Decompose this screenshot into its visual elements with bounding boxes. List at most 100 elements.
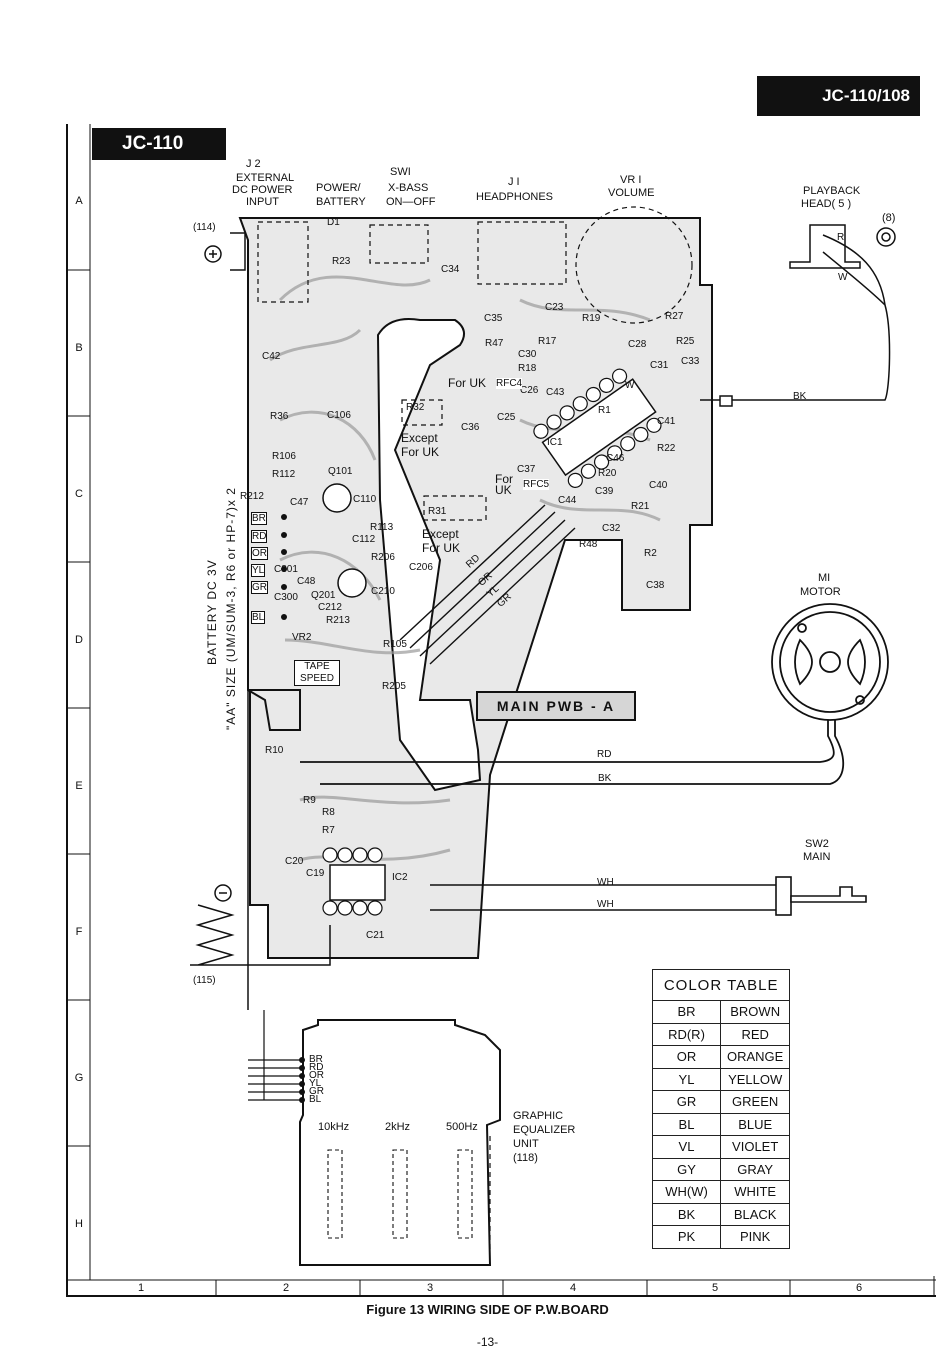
color-table-title: COLOR TABLE xyxy=(651,969,791,1001)
color-code: PK xyxy=(652,1225,721,1249)
component-label: C39 xyxy=(595,486,614,497)
component-label: R17 xyxy=(538,336,557,347)
color-code: YL xyxy=(652,1067,721,1091)
row-label: F xyxy=(75,926,83,938)
component-label: C48 xyxy=(297,576,316,587)
page-number: -13- xyxy=(476,1335,499,1349)
component-label: R212 xyxy=(240,491,264,502)
component-label: R47 xyxy=(485,338,504,349)
eq-label-2: EQUALIZER xyxy=(513,1124,576,1136)
playback-label-1: PLAYBACK xyxy=(803,185,861,197)
color-code: BK xyxy=(652,1202,721,1226)
color-name: BLUE xyxy=(719,1112,791,1136)
component-label: C212 xyxy=(318,602,342,613)
drawing-frame xyxy=(66,124,936,1297)
model-tag: JC-110 xyxy=(92,128,226,160)
component-label: C33 xyxy=(681,356,700,367)
j2-label: J 2 xyxy=(246,158,261,170)
color-name: BROWN xyxy=(719,1000,791,1024)
wire-tag: GR xyxy=(251,581,268,594)
component-label: C31 xyxy=(650,360,669,371)
color-name: BLACK xyxy=(719,1202,791,1226)
j2-line1: EXTERNAL xyxy=(236,172,295,184)
component-label: C28 xyxy=(628,339,647,350)
eq-wire-tag: RD xyxy=(309,1062,324,1073)
sw1-outline xyxy=(369,224,429,264)
component-label: C44 xyxy=(558,495,577,506)
component-label: R18 xyxy=(518,363,537,374)
wire-tag: OR xyxy=(251,547,268,560)
motor-label-2: MOTOR xyxy=(800,586,841,598)
equalizer-outline xyxy=(299,1019,501,1266)
component-label: R1 xyxy=(598,405,611,416)
component-label: C46 xyxy=(606,453,625,464)
xbass-label: X-BASS xyxy=(388,182,429,194)
vr1-outline xyxy=(575,206,693,324)
eq-wire-tag: GR xyxy=(309,1086,324,1097)
component-label: C23 xyxy=(545,302,564,313)
component-label: C35 xyxy=(484,313,503,324)
color-code: WH(W) xyxy=(652,1180,721,1204)
component-label: C38 xyxy=(646,580,665,591)
ic1-body xyxy=(541,378,657,477)
component-label: C37 xyxy=(517,464,536,475)
color-code: GR xyxy=(652,1090,721,1114)
component-label: C21 xyxy=(366,930,385,941)
volume-label: VOLUME xyxy=(608,187,655,199)
eq-wire-tag: YL xyxy=(309,1078,322,1089)
j2-outline xyxy=(257,221,309,303)
component-label: R23 xyxy=(332,256,351,267)
component-label: R7 xyxy=(322,825,335,836)
component-label: C41 xyxy=(657,416,676,427)
motor-rd-label: RD xyxy=(597,749,612,760)
component-label: R27 xyxy=(665,311,684,322)
sw1-label: SWI xyxy=(390,166,411,178)
component-label: R205 xyxy=(382,681,406,692)
eq-band-2k: 2kHz xyxy=(385,1121,411,1133)
plus-terminal xyxy=(204,245,222,263)
component-label: R206 xyxy=(371,552,395,563)
component-label: R21 xyxy=(631,501,650,512)
j1-label: J I xyxy=(508,176,520,188)
color-name: YELLOW xyxy=(719,1067,791,1091)
ic2-body xyxy=(329,864,386,901)
rfc4-label: RFC4 xyxy=(496,378,523,389)
eq-label-4: (118) xyxy=(513,1152,538,1164)
j1-outline xyxy=(477,221,567,285)
minus-ref: (115) xyxy=(193,975,216,986)
q101-symbol xyxy=(322,483,352,513)
component-label: C26 xyxy=(520,385,539,396)
color-name: PINK xyxy=(719,1225,791,1249)
eq-wire-tag: BL xyxy=(309,1094,322,1105)
component-label: R112 xyxy=(272,469,296,480)
battery-line2: "AA" SIZE (UM/SUM-3, R6 or HP-7)x 2 xyxy=(224,487,238,730)
eq-label-1: GRAPHIC xyxy=(513,1110,564,1122)
model-banner: JC-110/108 xyxy=(757,76,920,116)
component-label: C43 xyxy=(546,387,565,398)
motor-bk-label: BK xyxy=(598,773,612,784)
column-label: 5 xyxy=(712,1282,719,1294)
row-label: E xyxy=(75,780,83,792)
component-label: C206 xyxy=(409,562,433,573)
main-pwb-label: MAIN PWB - A xyxy=(476,691,636,721)
r32-outline xyxy=(401,399,443,426)
q201-symbol xyxy=(337,568,367,598)
color-code: VL xyxy=(652,1135,721,1159)
row-label: A xyxy=(75,195,83,207)
row-label: G xyxy=(74,1072,84,1084)
component-label: C32 xyxy=(602,523,621,534)
playback-number: (8) xyxy=(882,212,896,224)
row-label: D xyxy=(75,634,83,646)
color-code: GY xyxy=(652,1157,721,1181)
component-label: Q201 xyxy=(311,590,336,601)
component-label: IC1 xyxy=(547,437,563,448)
rfc5-label: RFC5 xyxy=(523,479,550,490)
component-label: IC2 xyxy=(392,872,408,883)
component-label: C110 xyxy=(353,494,377,505)
row-label: C xyxy=(75,488,83,500)
eq-band-500: 500Hz xyxy=(446,1121,478,1133)
